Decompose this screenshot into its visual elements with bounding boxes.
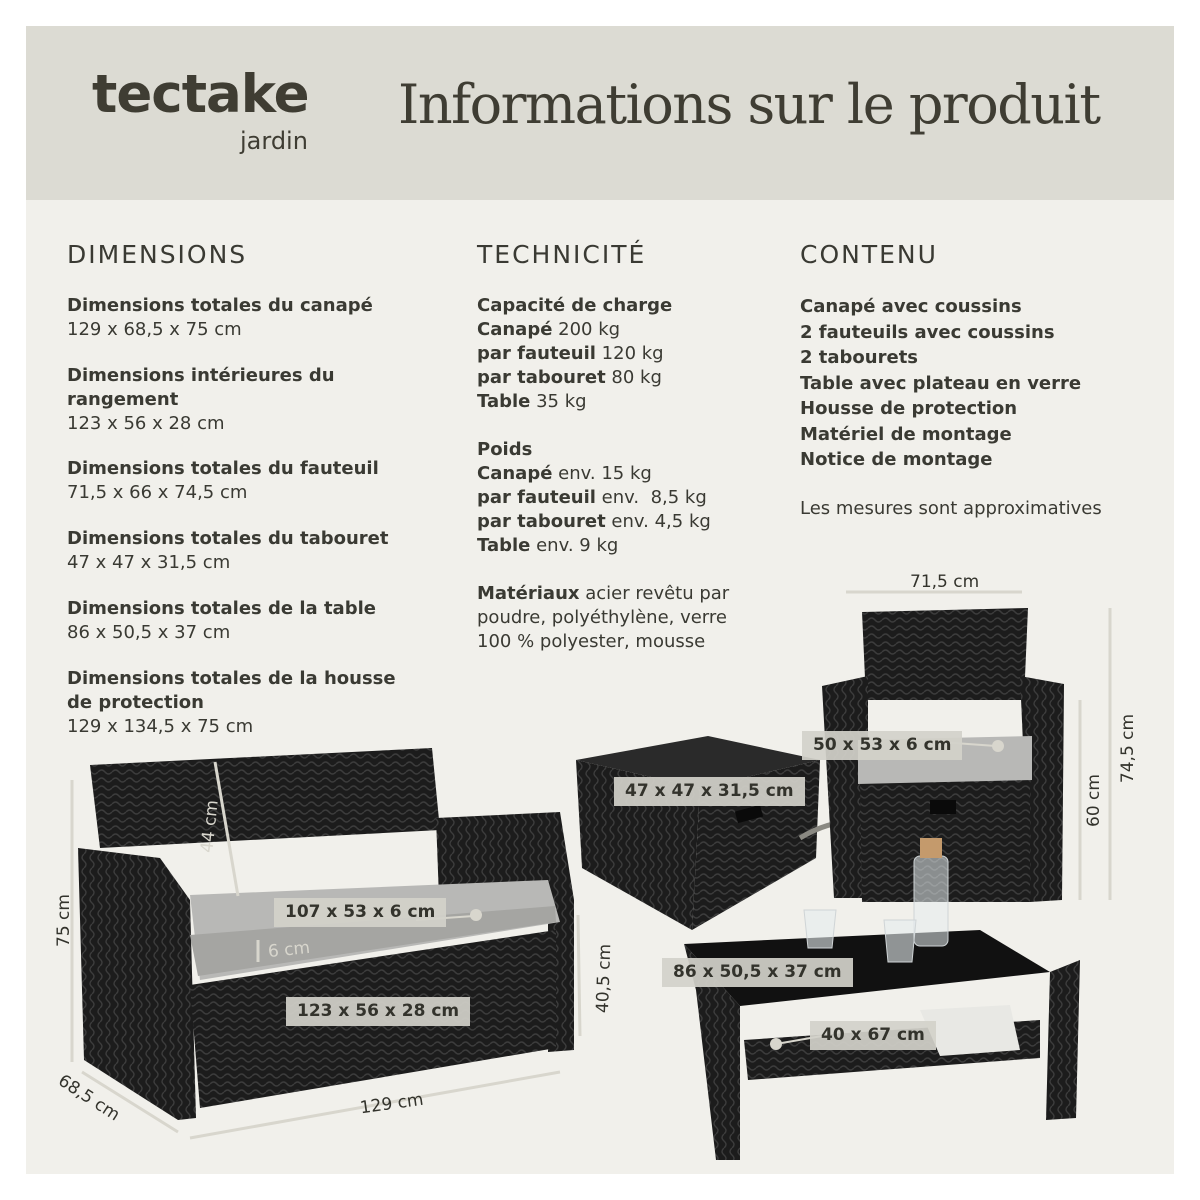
sofa-front-height: 40,5 cm (592, 943, 616, 1014)
w-k-3: Table (477, 535, 531, 556)
capacity-title: Capacité de charge (477, 295, 673, 316)
dim-stool: Dimensions totales du tabouret 47 x 47 x… (67, 527, 389, 575)
list-item: Housse de protection (800, 398, 1018, 419)
cap-k-0: Canapé (477, 319, 553, 340)
list-item: Notice de montage (800, 449, 993, 470)
w-v-1: env. 8,5 kg (601, 487, 707, 508)
sofa-cushion-label: 107 x 53 x 6 cm (274, 898, 447, 927)
sofa-storage-label: 123 x 56 x 28 cm (286, 997, 471, 1026)
w-k-1: par fauteuil (477, 487, 596, 508)
list-item: 2 tabourets (800, 347, 919, 368)
cap-v-3: 35 kg (536, 391, 587, 412)
stool-label: 47 x 47 x 31,5 cm (614, 777, 805, 806)
w-v-2: env. 4,5 kg (611, 511, 711, 532)
stool-drawing (576, 736, 820, 930)
brand-sub: jardin (240, 127, 308, 155)
dim-storage-value: 123 x 56 x 28 cm (67, 413, 225, 434)
armchair-width: 71,5 cm (910, 572, 980, 592)
armchair-height: 74,5 cm (1118, 713, 1139, 784)
w-v-0: env. 15 kg (558, 463, 652, 484)
technicite-heading: TECHNICITÉ (477, 240, 647, 269)
dimensions-heading: DIMENSIONS (67, 240, 248, 269)
materials-block: Matériaux acier revêtu par poudre, polyé… (477, 582, 729, 654)
list-item: Matériel de montage (800, 423, 1012, 445)
w-k-0: Canapé (477, 463, 553, 484)
cap-v-0: 200 kg (558, 319, 621, 340)
dim-table-label: Dimensions totales de la table (67, 598, 376, 619)
dim-table-value: 86 x 50,5 x 37 cm (67, 622, 231, 643)
weight-title: Poids (477, 439, 533, 460)
dim-stool-value: 47 x 47 x 31,5 cm (67, 552, 231, 573)
materials-v1: acier revêtu par (585, 583, 730, 604)
dim-cover-label-2: de protection (67, 692, 204, 713)
dim-stool-label: Dimensions totales du tabouret (67, 528, 389, 549)
dim-sofa: Dimensions totales du canapé 129 x 68,5 … (67, 294, 373, 342)
dimension-lines (70, 590, 1112, 1140)
dim-sofa-value: 129 x 68,5 x 75 cm (67, 319, 242, 340)
weight-block: Poids Canapé env. 15 kg par fauteuil env… (477, 438, 711, 558)
list-item: Table avec plateau en verre (800, 372, 1082, 394)
materials-v3: 100 % polyester, mousse (477, 631, 706, 652)
dim-table: Dimensions totales de la table 86 x 50,5… (67, 597, 376, 645)
page-title: Informations sur le produit (398, 73, 1101, 136)
table-shelf-label: 40 x 67 cm (810, 1021, 936, 1050)
armchair-cushion-label: 50 x 53 x 6 cm (802, 731, 963, 760)
w-v-3: env. 9 kg (536, 535, 619, 556)
dim-storage-label-2: rangement (67, 389, 179, 410)
dim-armchair-label: Dimensions totales du fauteuil (67, 458, 379, 479)
dim-armchair-value: 71,5 x 66 x 74,5 cm (67, 482, 248, 503)
cap-k-1: par fauteuil (477, 343, 596, 364)
armchair-seat-height: 60 cm (1083, 774, 1104, 827)
materials-label: Matériaux (477, 583, 580, 604)
dim-armchair: Dimensions totales du fauteuil 71,5 x 66… (67, 457, 379, 505)
dim-sofa-label: Dimensions totales du canapé (67, 295, 373, 316)
dim-storage: Dimensions intérieures du rangement 123 … (67, 364, 335, 436)
cap-k-3: Table (477, 391, 531, 412)
dim-cover-value: 129 x 134,5 x 75 cm (67, 716, 254, 737)
contents-list: Canapé avec coussins 2 fauteuils avec co… (800, 294, 1081, 473)
list-item: 2 fauteuils avec coussins (800, 321, 1055, 343)
cap-k-2: par tabouret (477, 367, 606, 388)
capacity-block: Capacité de charge Canapé 200 kg par fau… (477, 294, 672, 414)
dim-cover-label-1: Dimensions totales de la housse (67, 668, 396, 689)
sofa-height: 75 cm (53, 894, 74, 947)
brand-logo: tectake (92, 64, 310, 125)
dim-storage-label-1: Dimensions intérieures du (67, 365, 335, 386)
header-band: tectake jardin Informations sur le produ… (26, 26, 1174, 200)
dim-cover: Dimensions totales de la housse de prote… (67, 667, 396, 739)
list-item: Canapé avec coussins (800, 296, 1022, 317)
materials-v2: poudre, polyéthylène, verre (477, 607, 727, 628)
w-k-2: par tabouret (477, 511, 606, 532)
table-label: 86 x 50,5 x 37 cm (662, 958, 853, 987)
cap-v-1: 120 kg (601, 343, 664, 364)
sofa-cushion-thickness: 6 cm (267, 937, 312, 963)
cap-v-2: 80 kg (611, 367, 662, 388)
approx-note: Les mesures sont approximatives (800, 498, 1102, 519)
sofa-drawing (78, 748, 574, 1120)
contenu-heading: CONTENU (800, 240, 938, 269)
